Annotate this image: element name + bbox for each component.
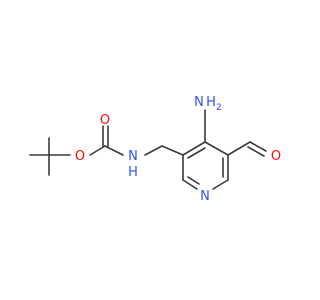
ring-bond-c6-n1 <box>212 179 229 190</box>
amino-hydrogen-label: H <box>206 95 216 110</box>
bond-carbonyl-to-nh <box>104 145 124 156</box>
carbonyl-oxygen-label: O <box>100 113 110 128</box>
ring-bond-c4-c5 <box>204 141 229 156</box>
ring-bond-c3-c4-inner <box>187 147 206 159</box>
ester-oxygen-label: O <box>75 149 85 164</box>
ring-bond-n1-c2-inner <box>187 176 200 185</box>
ring-nitrogen-label: N <box>200 189 210 204</box>
molecule-diagram: O O N H N N H 2 O <box>29 95 281 204</box>
carbamate-hydrogen-label: H <box>128 165 138 180</box>
bond-cho-double-b <box>247 146 265 157</box>
bond-cho-double-a <box>249 141 267 152</box>
ring-bond-c3-c4 <box>182 141 206 156</box>
amino-subscript-label: 2 <box>216 103 222 113</box>
bond-ring-to-cho <box>227 141 251 156</box>
carbamate-nitrogen-label: N <box>128 149 138 164</box>
bond-oxygen-carbonyl-c <box>89 145 106 156</box>
ring-bond-n1-c2 <box>182 179 198 190</box>
bond-ch2-to-ring <box>161 145 184 156</box>
aldehyde-oxygen-label: O <box>271 149 281 164</box>
amino-nitrogen-label: N <box>194 95 204 110</box>
bond-nh-to-ch2 <box>144 145 163 156</box>
structure-canvas: O O N H N N H 2 O <box>29 95 281 204</box>
